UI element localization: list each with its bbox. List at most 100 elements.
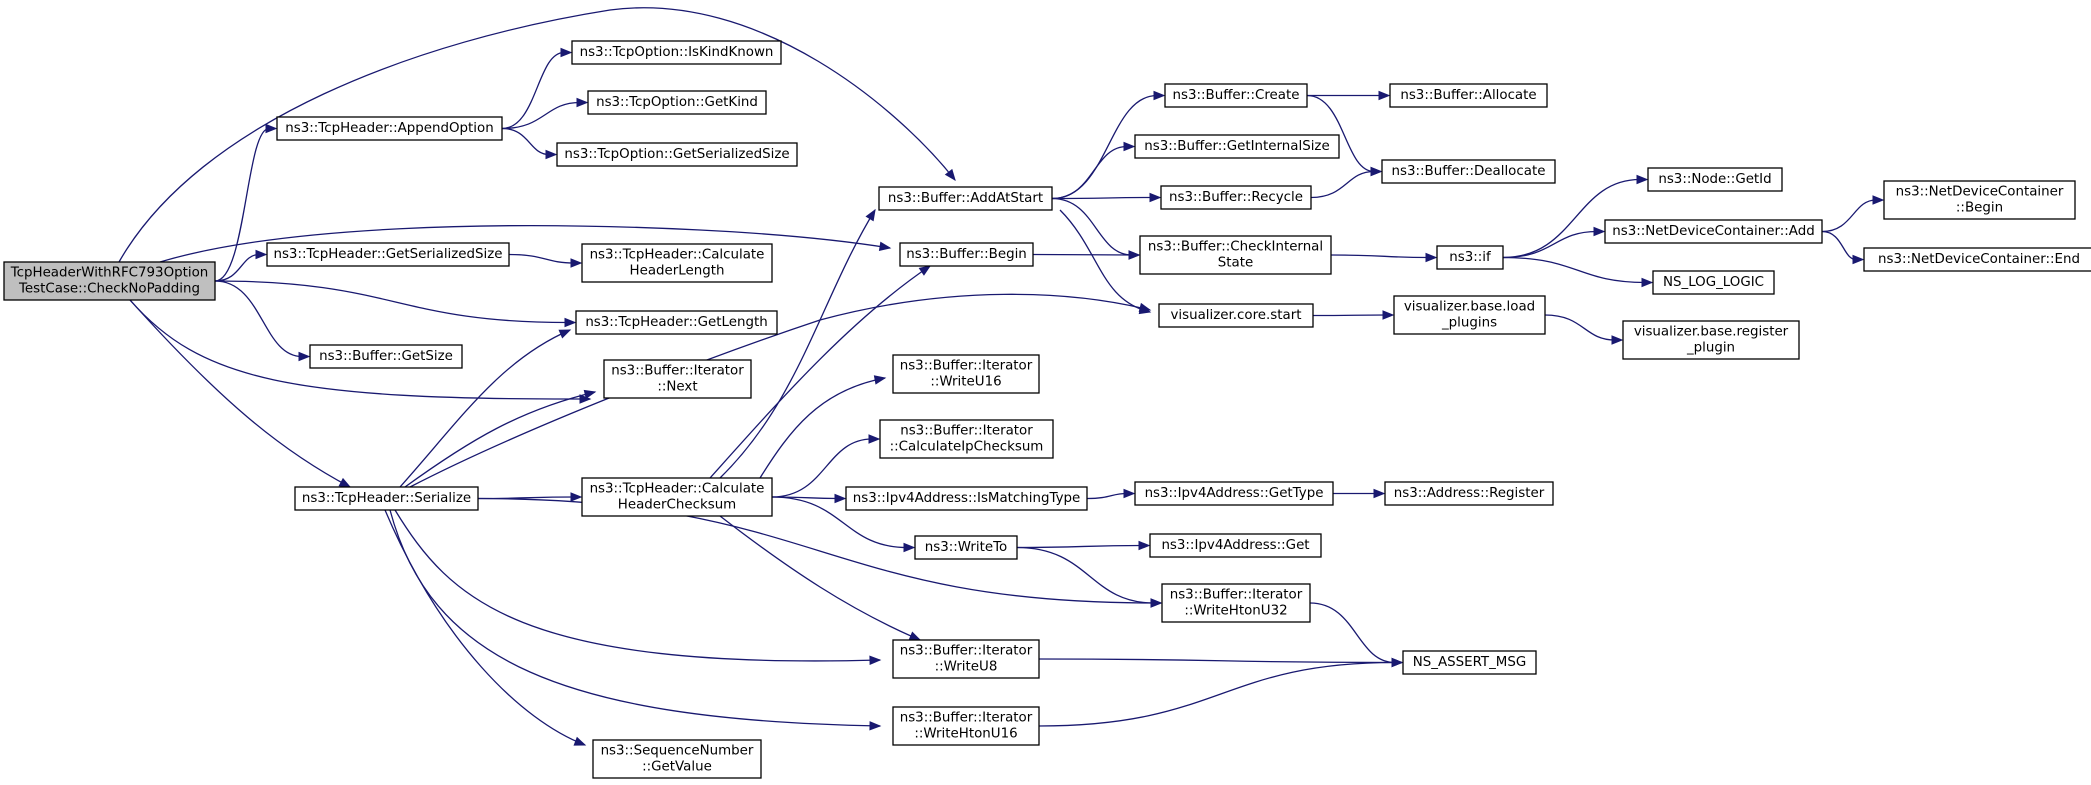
node-ns-if[interactable]: ns3::if xyxy=(1436,245,1504,270)
edge-writeU8-to-assertMsg xyxy=(1038,657,1404,668)
arrowhead xyxy=(558,329,572,339)
node-box xyxy=(1381,159,1556,184)
node-root[interactable]: TcpHeaderWithRFC793OptionTestCase::Check… xyxy=(3,261,216,301)
edge-line xyxy=(1309,602,1396,664)
node-label: ns3::Ipv4Address::GetType xyxy=(1145,486,1324,501)
node-label: ns3::TcpOption::IsKindKnown xyxy=(580,45,774,60)
node-viz-start[interactable]: visualizer.core.start xyxy=(1158,303,1314,328)
edge-calcHdrChecksum-to-writeTo xyxy=(771,496,916,553)
edge-appendOption-to-getKind xyxy=(501,97,589,130)
node-calc-ip-checksum[interactable]: ns3::Buffer::Iterator::CalculateIpChecks… xyxy=(879,419,1054,459)
node-write-hton-u16[interactable]: ns3::Buffer::Iterator::WriteHtonU16 xyxy=(892,706,1040,746)
node-buf-begin[interactable]: ns3::Buffer::Begin xyxy=(899,242,1034,267)
edge-appendOption-to-optGetSerSize xyxy=(501,127,558,160)
node-box xyxy=(1436,245,1504,270)
edge-calcHdrChecksum-to-writeU8 xyxy=(719,515,922,641)
node-seq-get-value[interactable]: ns3::SequenceNumber::GetValue xyxy=(592,739,762,779)
node-write-u16[interactable]: ns3::Buffer::Iterator::WriteU16 xyxy=(892,354,1040,394)
arrowhead xyxy=(1872,195,1885,205)
node-label: ns3::Buffer::AddAtStart xyxy=(888,191,1043,206)
node-label: ns3::Buffer::Iterator xyxy=(900,644,1033,659)
node-label: ::WriteU16 xyxy=(930,375,1001,390)
edge-line xyxy=(1016,544,1143,549)
node-append-option[interactable]: ns3::TcpHeader::AppendOption xyxy=(276,116,503,141)
node-box xyxy=(1384,481,1554,506)
node-recycle[interactable]: ns3::Buffer::Recycle xyxy=(1160,185,1312,210)
node-label: ::Next xyxy=(657,380,697,395)
node-label: ns3::Buffer::GetInternalSize xyxy=(1144,139,1329,154)
node-label: visualizer.base.register xyxy=(1634,325,1789,340)
node-label: ns3::Buffer::Iterator xyxy=(1170,588,1303,603)
arrowhead xyxy=(908,631,922,641)
node-label: ns3::NetDeviceContainer::End xyxy=(1878,252,2080,267)
edge-calcHdrChecksum-to-writeU16 xyxy=(759,375,887,479)
node-ndc-add[interactable]: ns3::NetDeviceContainer::Add xyxy=(1604,219,1823,244)
arrowhead xyxy=(570,258,583,268)
node-load-plugins[interactable]: visualizer.base.load_plugins xyxy=(1393,295,1546,335)
node-opt-get-ser-size[interactable]: ns3::TcpOption::GetSerializedSize xyxy=(556,142,798,167)
edge-serialize-to-writeHtonU32 xyxy=(477,497,1163,608)
node-box xyxy=(592,739,762,779)
edge-line xyxy=(1312,314,1387,317)
node-box xyxy=(1160,185,1312,210)
edge-line xyxy=(508,253,575,264)
arrowhead xyxy=(1425,252,1438,263)
edge-line xyxy=(501,51,565,130)
node-buf-get-size[interactable]: ns3::Buffer::GetSize xyxy=(309,344,463,369)
node-assert-msg[interactable]: NS_ASSERT_MSG xyxy=(1402,650,1537,675)
node-register-plugin[interactable]: visualizer.base.register_plugin xyxy=(1622,320,1800,360)
edge-line xyxy=(1502,256,1646,284)
node-get-kind[interactable]: ns3::TcpOption::GetKind xyxy=(587,90,767,115)
arrowhead xyxy=(1593,226,1606,237)
node-get-length[interactable]: ns3::TcpHeader::GetLength xyxy=(575,310,778,335)
node-node-get-id[interactable]: ns3::Node::GetId xyxy=(1647,167,1783,192)
node-addr-register[interactable]: ns3::Address::Register xyxy=(1384,481,1554,506)
node-ipv4-get-type[interactable]: ns3::Ipv4Address::GetType xyxy=(1134,481,1334,506)
node-label: ns3::Node::GetId xyxy=(1658,172,1771,187)
edge-addAtStart-to-checkInternal xyxy=(1051,197,1141,260)
node-buf-create[interactable]: ns3::Buffer::Create xyxy=(1164,83,1308,108)
edge-line xyxy=(1310,170,1375,199)
node-ipv4-get[interactable]: ns3::Ipv4Address::Get xyxy=(1149,533,1322,558)
node-box xyxy=(892,639,1040,679)
node-label: _plugin xyxy=(1686,341,1735,356)
node-deallocate[interactable]: ns3::Buffer::Deallocate xyxy=(1381,159,1556,184)
edge-addAtStart-to-getInternalSize xyxy=(1051,141,1136,200)
node-write-hton-u32[interactable]: ns3::Buffer::Iterator::WriteHtonU32 xyxy=(1161,583,1311,623)
node-allocate[interactable]: ns3::Buffer::Allocate xyxy=(1389,83,1548,108)
edge-writeHtonU16-to-assertMsg xyxy=(1038,657,1404,727)
node-hdr-get-ser-size[interactable]: ns3::TcpHeader::GetSerializedSize xyxy=(266,242,510,267)
arrowhead xyxy=(545,149,558,160)
node-write-to[interactable]: ns3::WriteTo xyxy=(914,535,1018,560)
node-is-matching-type[interactable]: ns3::Ipv4Address::IsMatchingType xyxy=(845,486,1088,511)
node-write-u8[interactable]: ns3::Buffer::Iterator::WriteU8 xyxy=(892,639,1040,679)
node-box xyxy=(1134,481,1334,506)
node-ndc-end[interactable]: ns3::NetDeviceContainer::End xyxy=(1863,247,2091,272)
arrowhead xyxy=(1138,304,1152,315)
node-label: ns3::Buffer::Create xyxy=(1173,88,1300,103)
node-label: ns3::WriteTo xyxy=(925,540,1007,555)
node-label: ns3::Ipv4Address::Get xyxy=(1161,538,1309,553)
edge-calcHdrChecksum-to-addAtStart xyxy=(719,208,876,479)
node-add-at-start[interactable]: ns3::Buffer::AddAtStart xyxy=(878,186,1053,211)
arrowhead xyxy=(573,736,587,746)
node-iter-next[interactable]: ns3::Buffer::Iterator::Next xyxy=(603,359,752,399)
edge-line xyxy=(501,127,550,156)
node-ndc-begin[interactable]: ns3::NetDeviceContainer::Begin xyxy=(1883,180,2076,220)
edge-line xyxy=(1502,178,1641,259)
arrowhead xyxy=(579,394,592,404)
arrowhead xyxy=(1123,141,1136,152)
edge-calcHdrChecksum-to-calcIpChecksum xyxy=(771,434,881,498)
node-log-logic[interactable]: NS_LOG_LOGIC xyxy=(1652,270,1775,295)
node-box xyxy=(1402,650,1537,675)
node-is-kind-known[interactable]: ns3::TcpOption::IsKindKnown xyxy=(571,40,782,65)
edge-line xyxy=(1544,314,1616,341)
edge-line xyxy=(501,101,581,130)
node-serialize[interactable]: ns3::TcpHeader::Serialize xyxy=(294,486,479,511)
arrowhead xyxy=(903,542,916,553)
edge-bufBegin-to-checkInternal xyxy=(1032,250,1141,260)
node-get-internal-size[interactable]: ns3::Buffer::GetInternalSize xyxy=(1134,134,1340,159)
